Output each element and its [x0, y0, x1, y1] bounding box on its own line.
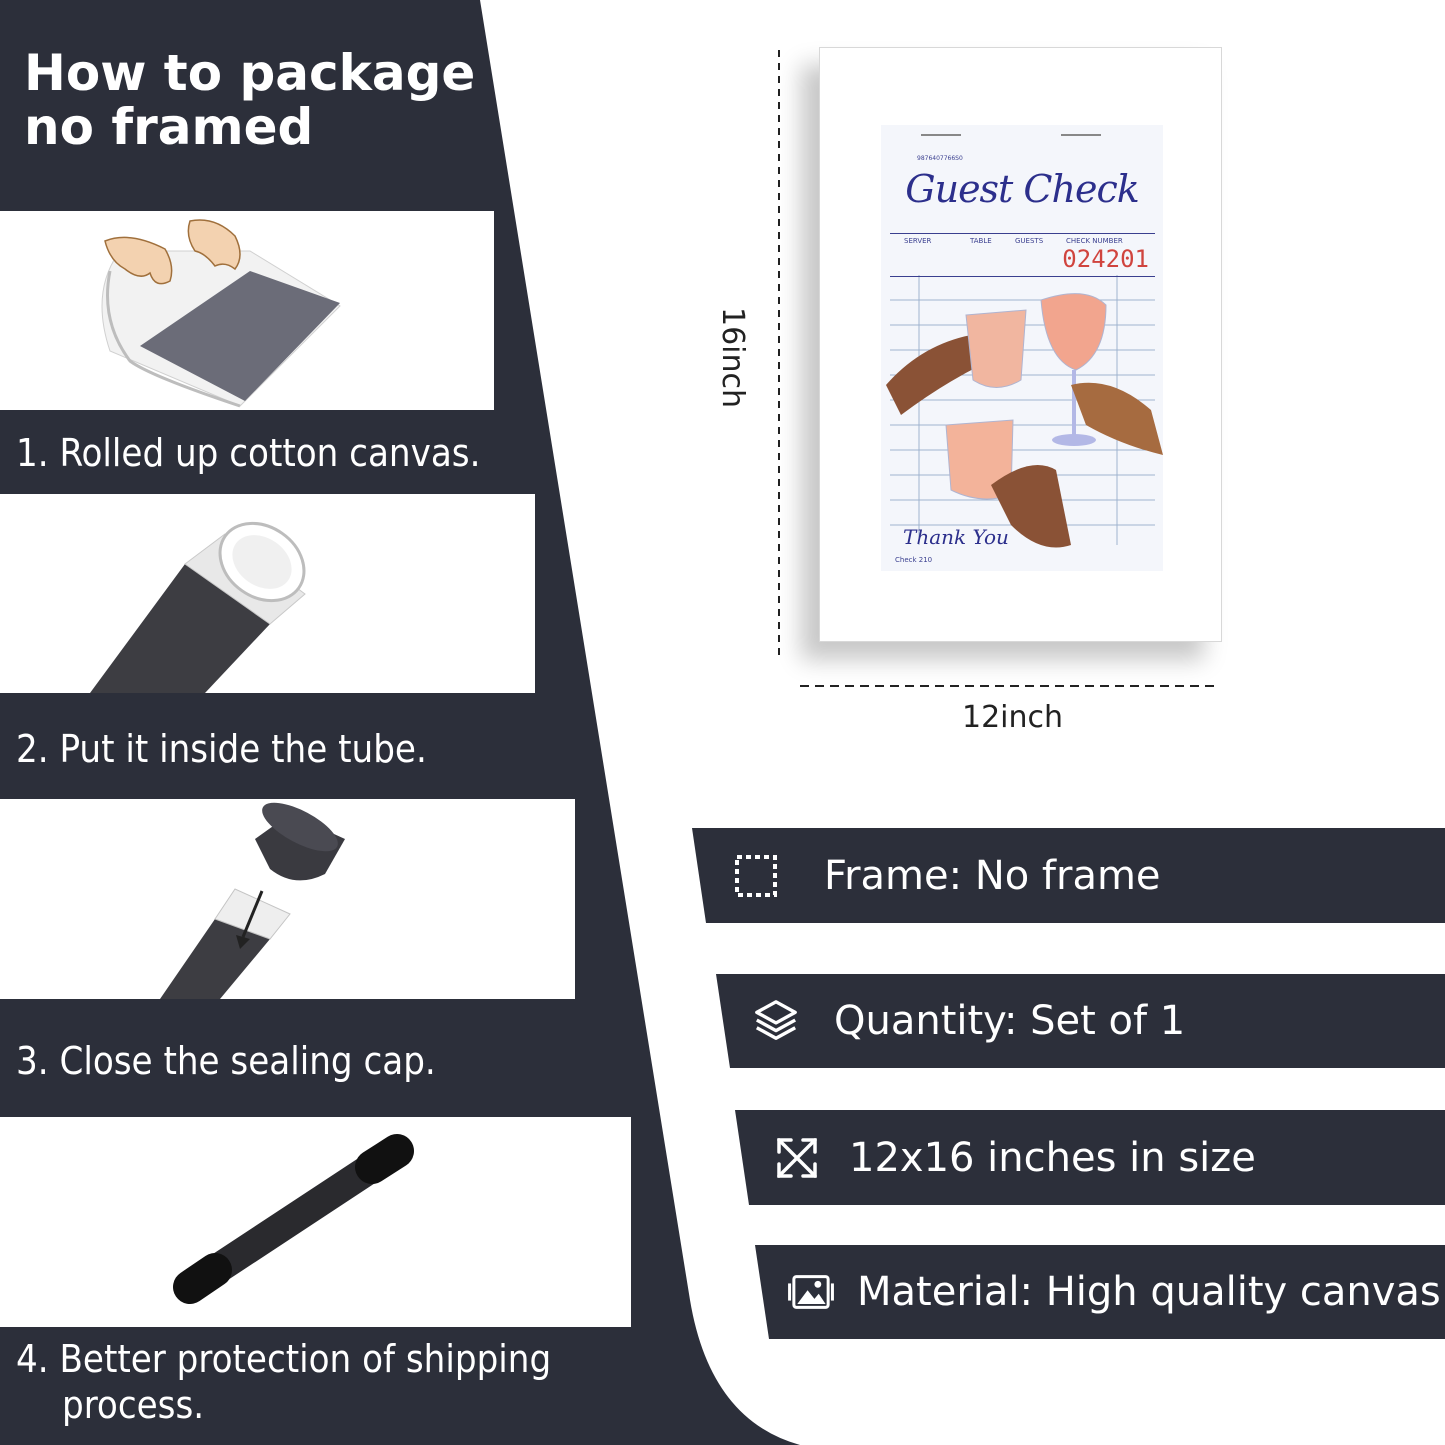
artwork-check-number: 024201 — [1062, 245, 1149, 273]
spec-quantity: Quantity: Set of 1 — [716, 974, 1445, 1068]
layers-icon — [752, 997, 800, 1045]
tube-insert-illustration — [90, 521, 306, 693]
poster-canvas: Guest Check SERVER TABLE GUESTS CHECK NU… — [819, 47, 1222, 642]
rolled-canvas-illustration — [101, 219, 341, 408]
step-3-label: 3. Close the sealing cap. — [16, 1039, 436, 1083]
artwork-column-table: TABLE — [970, 237, 992, 245]
step-2-panel — [0, 494, 535, 693]
step-4-panel — [0, 1117, 631, 1327]
height-label: 16inch — [715, 307, 750, 409]
artwork-footer: Check 210 — [895, 556, 933, 564]
packaging-title: How to package no framed — [24, 44, 476, 156]
sealed-tube-illustration — [173, 1134, 414, 1304]
spec-size: 12x16 inches in size — [735, 1110, 1445, 1205]
sealing-cap-illustration — [160, 802, 345, 999]
step-4-label-line2: process. — [62, 1383, 205, 1427]
step-3-panel — [0, 799, 575, 999]
spec-material-text: Material: High quality canvas — [857, 1269, 1441, 1315]
step-2-label: 2. Put it inside the tube. — [16, 727, 427, 771]
image-icon — [787, 1268, 835, 1316]
artwork-column-guests: GUESTS — [1015, 237, 1044, 245]
step-4-label: 4. Better protection of shipping process… — [16, 1336, 551, 1428]
spec-material: Material: High quality canvas — [755, 1245, 1445, 1339]
step-1-label: 1. Rolled up cotton canvas. — [16, 431, 481, 475]
step-4-label-line1: 4. Better protection of shipping — [16, 1337, 552, 1381]
spec-frame-text: Frame: No frame — [824, 852, 1161, 899]
step-1-panel — [0, 211, 494, 410]
artwork-heading: Guest Check — [905, 167, 1140, 211]
resize-icon — [773, 1134, 821, 1182]
spec-size-text: 12x16 inches in size — [849, 1134, 1256, 1181]
artwork-background — [886, 134, 1163, 548]
artwork-column-bar: SERVER TABLE GUESTS CHECK NUMBER — [890, 233, 1155, 277]
artwork-column-server: SERVER — [904, 237, 932, 245]
artwork-serial: 9876407766S0 — [917, 155, 963, 162]
frame-icon — [732, 852, 780, 900]
artwork-closing: Thank You — [903, 525, 1009, 549]
spec-quantity-text: Quantity: Set of 1 — [834, 998, 1186, 1044]
artwork-column-check-number: CHECK NUMBER — [1066, 237, 1123, 245]
poster-artwork: Guest Check SERVER TABLE GUESTS CHECK NU… — [881, 125, 1163, 571]
spec-frame: Frame: No frame — [692, 828, 1445, 923]
width-label: 12inch — [962, 700, 1064, 735]
